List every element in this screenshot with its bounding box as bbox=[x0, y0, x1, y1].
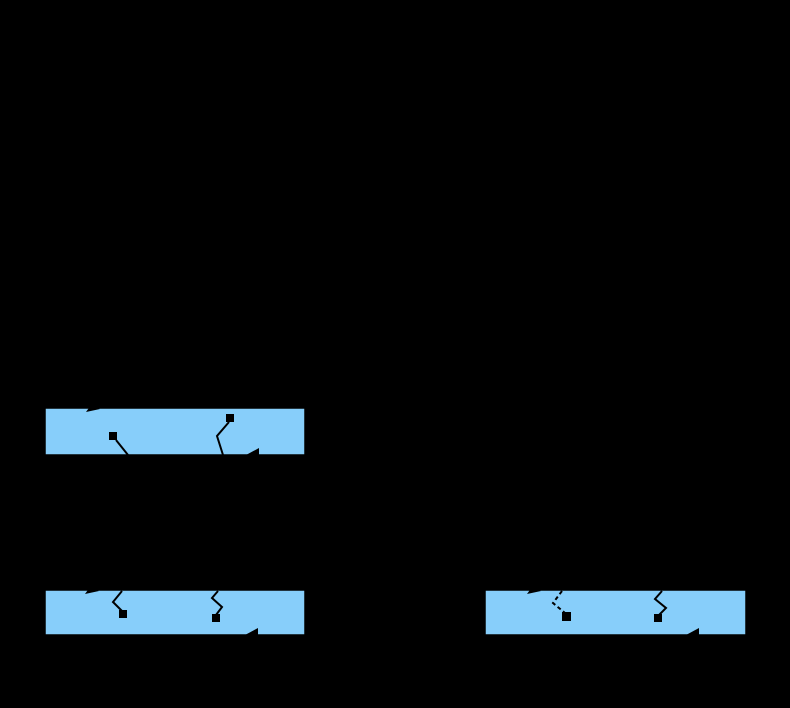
bottom-wedge-c bbox=[686, 628, 699, 635]
tether-zigzag-b1 bbox=[111, 590, 123, 612]
anchor-square-c1 bbox=[562, 612, 571, 621]
bottom-wedge-b bbox=[245, 628, 258, 635]
tether-zigzag-b2 bbox=[210, 590, 224, 616]
top-notch-b bbox=[85, 587, 99, 594]
anchor-square-c2 bbox=[654, 614, 662, 622]
anchor-square-a1 bbox=[109, 432, 117, 440]
top-notch-a bbox=[86, 405, 100, 412]
membrane-top-left bbox=[44, 407, 306, 456]
anchor-square-b1 bbox=[119, 610, 127, 618]
tether-zigzag-c2 bbox=[653, 590, 668, 616]
tether-zigzag-a2 bbox=[215, 421, 230, 456]
membrane-bottom-right bbox=[484, 589, 747, 636]
anchor-square-a2 bbox=[226, 414, 234, 422]
bottom-wedge-a bbox=[246, 448, 259, 455]
tether-straight-a1 bbox=[115, 439, 129, 456]
top-notch-c bbox=[527, 587, 541, 594]
anchor-square-b2 bbox=[212, 614, 220, 622]
tether-dashed-c1 bbox=[551, 590, 566, 614]
membrane-bottom-left bbox=[44, 589, 306, 636]
